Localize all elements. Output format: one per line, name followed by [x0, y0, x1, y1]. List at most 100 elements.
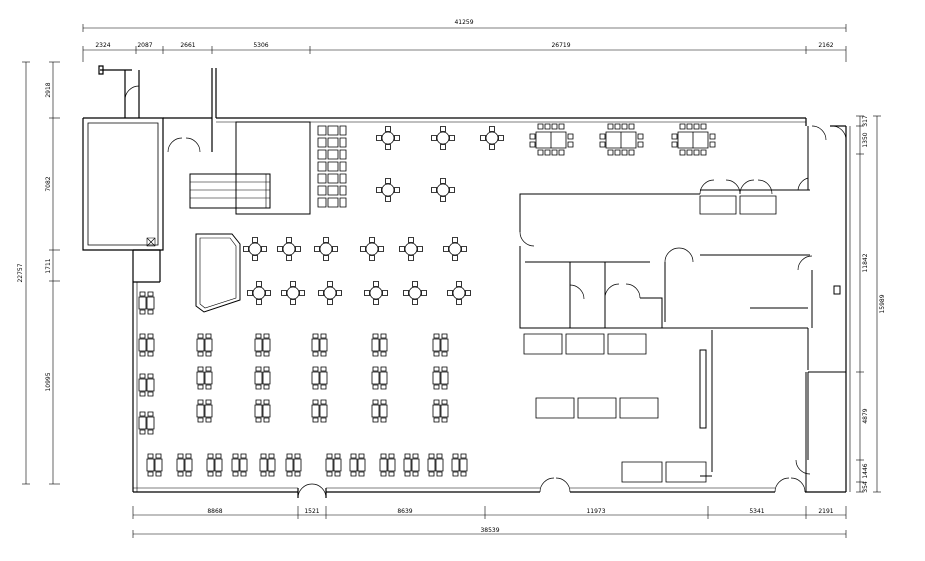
square-table-set [372, 400, 387, 422]
round-table-set [377, 179, 400, 202]
left-dimension [22, 62, 60, 484]
round-table-set [315, 238, 338, 261]
square-table-set [312, 334, 327, 356]
round-table-set [361, 238, 384, 261]
booth-seat [340, 138, 346, 147]
round-table-set [404, 282, 427, 305]
square-table-set [326, 454, 341, 476]
booth-seat [318, 162, 326, 171]
right-segment-label: 1350 [862, 132, 869, 147]
long-table-set [530, 124, 573, 155]
top-segment-label: 2661 [180, 42, 195, 49]
top-total-label: 41259 [454, 19, 473, 26]
round-table-set [481, 127, 504, 150]
bottom-total-label: 38539 [480, 527, 499, 534]
top-dimension [83, 24, 846, 62]
round-table-set [282, 282, 305, 305]
square-table-set [372, 334, 387, 356]
round-table-set [365, 282, 388, 305]
round-table-set [448, 282, 471, 305]
booth-seat [318, 150, 326, 159]
booth-seat [340, 198, 346, 207]
square-table-set [404, 454, 419, 476]
top-segment-label: 5306 [253, 42, 268, 49]
left-segment-label: 7082 [45, 176, 52, 191]
square-table-set [139, 334, 154, 356]
booth-table [328, 150, 338, 159]
left-total-label: 22757 [17, 263, 24, 282]
booth-seat [318, 174, 326, 183]
booth-seat [340, 126, 346, 135]
square-table-set [255, 400, 270, 422]
square-table-set [197, 367, 212, 389]
booth-seat [318, 138, 326, 147]
left-segment-label: 2918 [45, 82, 52, 97]
square-table-set [177, 454, 192, 476]
bottom-segment-label: 5341 [749, 508, 764, 515]
interior-walls [190, 122, 846, 492]
right-segment-label: 1446 [862, 463, 869, 478]
round-table-set [278, 238, 301, 261]
bottom-dimension [133, 506, 846, 538]
square-table-set [139, 374, 154, 396]
round-table-set [432, 127, 455, 150]
left-segment-label: 10995 [45, 372, 52, 391]
right-segment-label: 11842 [862, 253, 869, 272]
square-table-set [312, 367, 327, 389]
booth-seat [340, 186, 346, 195]
round-table-set [244, 238, 267, 261]
top-segment-label: 2087 [137, 42, 152, 49]
square-table-set [433, 334, 448, 356]
square-table-set [312, 400, 327, 422]
booth-table [328, 126, 338, 135]
outer-walls [83, 66, 850, 498]
square-table-set [197, 334, 212, 356]
square-table-set [350, 454, 365, 476]
booth-table [328, 162, 338, 171]
square-table-set [380, 454, 395, 476]
bottom-segment-label: 2191 [818, 508, 833, 515]
booth-seat [318, 126, 326, 135]
booth-table [328, 174, 338, 183]
long-table-set [672, 124, 715, 155]
bottom-segment-label: 1521 [304, 508, 319, 515]
square-table-set [197, 400, 212, 422]
square-table-set [372, 367, 387, 389]
bottom-segment-label: 11973 [586, 508, 605, 515]
top-segment-label: 2324 [95, 42, 110, 49]
long-table-set [600, 124, 643, 155]
booth-table [328, 186, 338, 195]
bottom-segment-label: 8639 [397, 508, 412, 515]
square-table-set [433, 400, 448, 422]
square-table-set [452, 454, 467, 476]
square-table-set [433, 367, 448, 389]
square-table-set [232, 454, 247, 476]
square-table-set [255, 334, 270, 356]
top-segment-label: 2162 [818, 42, 833, 49]
right-segment-label: 354 [862, 481, 869, 493]
column [147, 238, 155, 246]
door-swings [125, 86, 846, 498]
square-table-set [147, 454, 162, 476]
round-table-set [400, 238, 423, 261]
left-segment-label: 1711 [45, 258, 52, 273]
booth-seat [340, 174, 346, 183]
square-table-set [139, 412, 154, 434]
right-total-label: 15989 [879, 294, 886, 313]
bar-counter [196, 234, 240, 312]
square-table-set [260, 454, 275, 476]
square-table-set [428, 454, 443, 476]
furniture [139, 124, 715, 476]
round-table-set [432, 179, 455, 202]
square-table-set [286, 454, 301, 476]
booth-table [328, 138, 338, 147]
booth-seat [340, 162, 346, 171]
square-table-set [139, 292, 154, 314]
round-table-set [377, 127, 400, 150]
right-segment-label: 317 [862, 115, 869, 127]
round-table-set [444, 238, 467, 261]
booth-seat [340, 150, 346, 159]
round-table-set [248, 282, 271, 305]
counter-units [524, 196, 776, 482]
